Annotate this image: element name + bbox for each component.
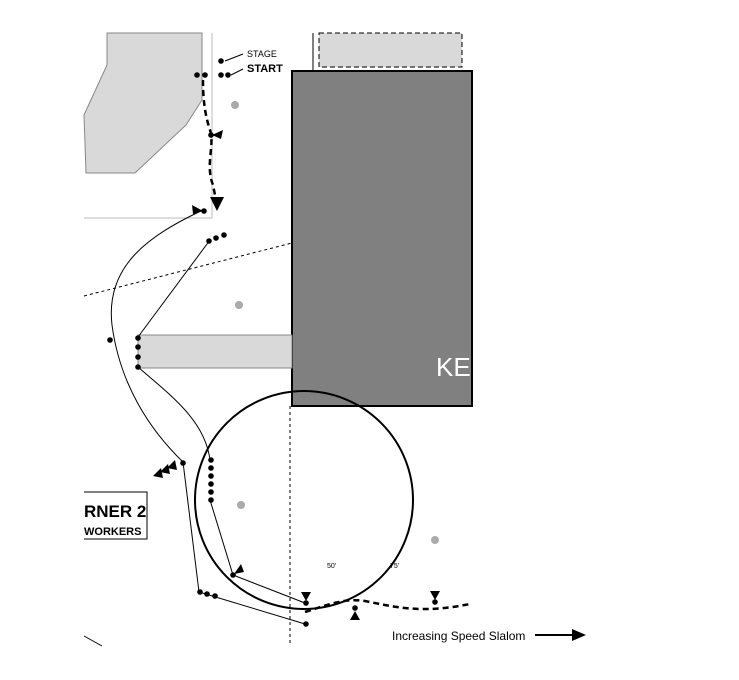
cone (352, 605, 358, 611)
cone (208, 457, 214, 463)
cone (208, 473, 214, 479)
gate-marker-icon (160, 464, 170, 474)
cone (135, 354, 141, 360)
slalom-label: Increasing Speed Slalom (392, 629, 525, 643)
course-line-inner-2 (137, 366, 211, 461)
course-line-inner-1 (137, 239, 211, 338)
cone (202, 72, 208, 78)
cone (432, 599, 438, 605)
course-line-outer (110, 209, 204, 463)
slalom-arrow-icon (572, 629, 586, 641)
cone (218, 58, 224, 64)
stage-label: STAGE (247, 49, 277, 59)
cone (206, 238, 212, 244)
gate-marker-icon (301, 592, 311, 601)
skidpad-circle (194, 390, 414, 610)
start-leader-line (230, 68, 244, 76)
cone (218, 72, 224, 78)
cone (194, 72, 200, 78)
start-route-dashed (201, 79, 218, 201)
corner-subtitle: WORKERS (84, 526, 141, 538)
course-line-spiral (209, 499, 306, 604)
cone (225, 72, 231, 78)
distance-label-75: 75' (390, 563, 399, 570)
cone (303, 621, 309, 627)
cone (135, 335, 141, 341)
corner-box (84, 491, 148, 540)
cone (221, 232, 227, 238)
cone (180, 460, 186, 466)
gate-marker-icon (350, 611, 360, 620)
cone (135, 364, 141, 370)
shaded-strip (137, 334, 293, 369)
cone (213, 235, 219, 241)
cone-marker (237, 501, 245, 509)
cone (204, 591, 210, 597)
cone (208, 465, 214, 471)
gate-marker-icon (212, 130, 223, 139)
cone-marker (231, 101, 239, 109)
cone (208, 132, 214, 138)
dashed-area-top-right (318, 32, 463, 68)
gate-marker-icon (167, 460, 177, 470)
cone-marker (235, 301, 243, 309)
gate-markers (153, 130, 440, 620)
slalom-route-dashed (304, 599, 471, 614)
stage-leader-line (224, 53, 244, 62)
cone (212, 593, 218, 599)
cone-marker (431, 536, 439, 544)
corner-title: RNER 2 (84, 502, 146, 521)
cone (208, 481, 214, 487)
cone (208, 489, 214, 495)
gate-marker-icon (430, 591, 440, 600)
building-label: KE (436, 352, 471, 382)
cone (208, 497, 214, 503)
start-arrowhead (210, 197, 224, 211)
shaded-zone-top-left (83, 32, 203, 174)
cone (135, 344, 141, 350)
gate-marker-icon (192, 205, 203, 214)
cones (107, 58, 438, 627)
course-line-drop (182, 461, 200, 593)
gate-marker-icon (234, 564, 244, 574)
cone (197, 589, 203, 595)
building (291, 70, 473, 407)
cone (107, 337, 113, 343)
cone (201, 208, 207, 214)
gate-marker-icon (153, 468, 163, 478)
distance-label-50: 50' (327, 563, 336, 570)
edge-line-bottom-left (83, 635, 103, 647)
start-label: START (247, 63, 283, 75)
cone (303, 600, 309, 606)
boundary-line-top (84, 33, 213, 219)
